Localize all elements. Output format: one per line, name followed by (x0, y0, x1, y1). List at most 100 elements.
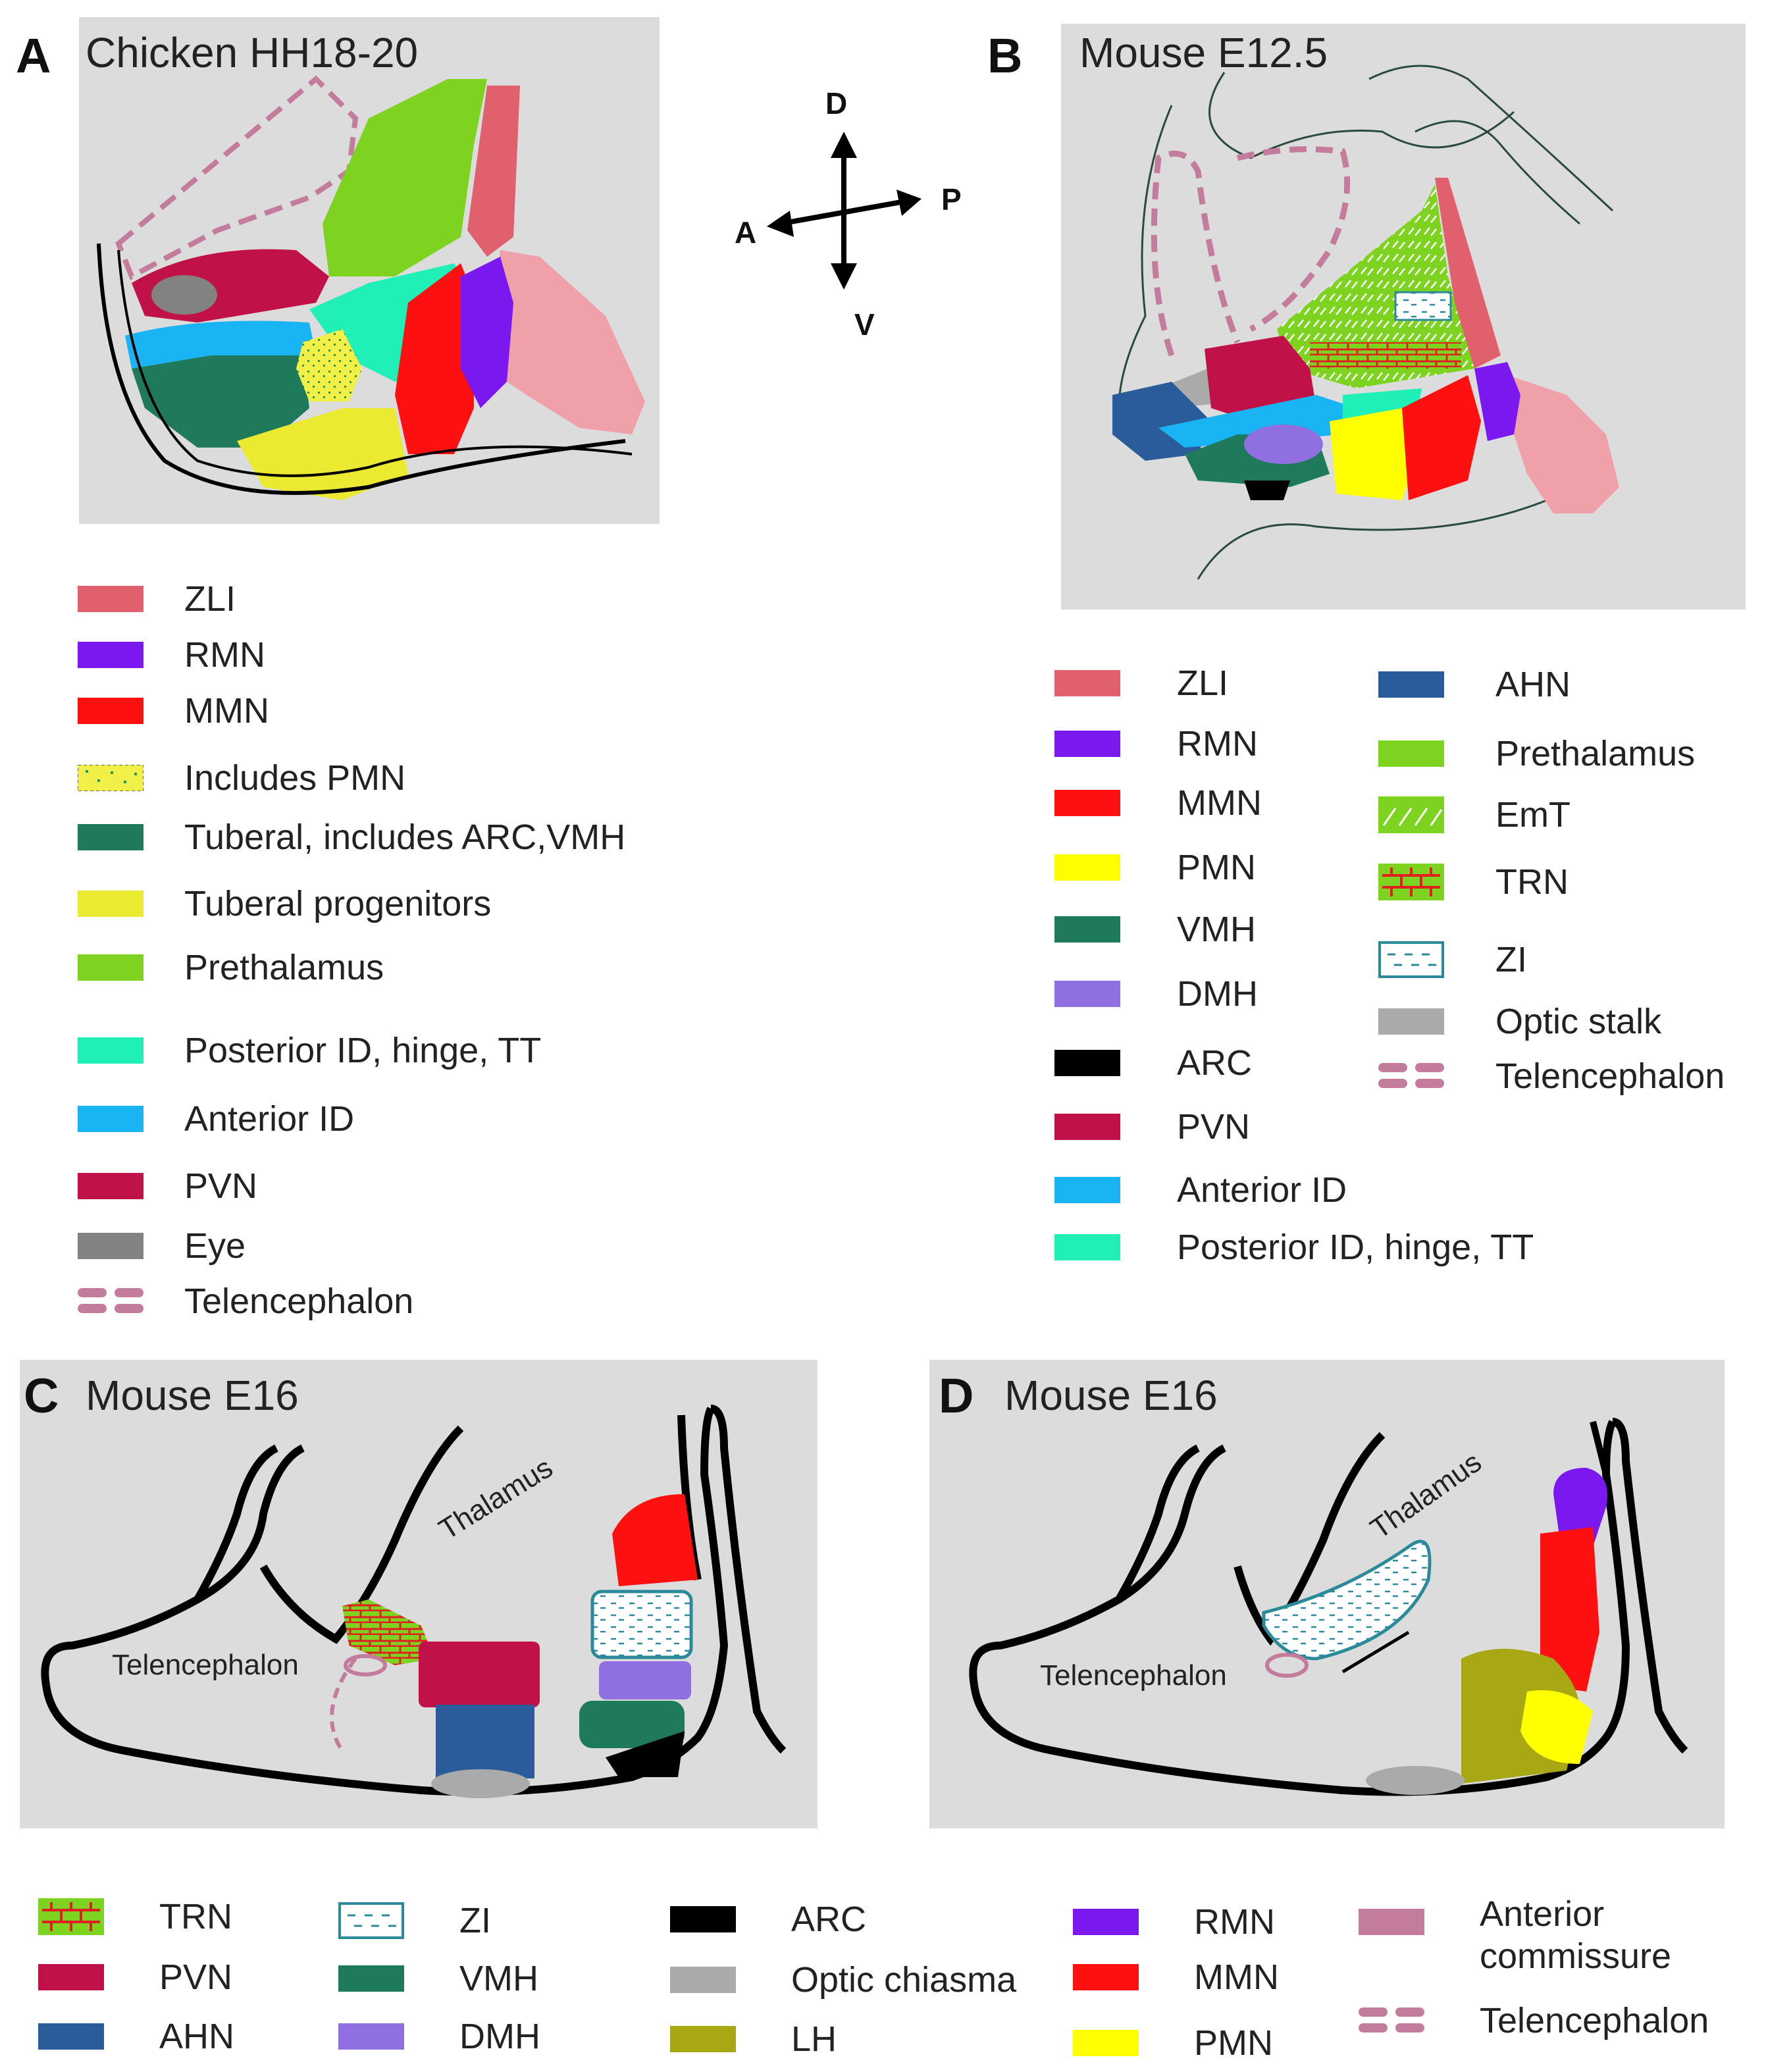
legend-item-pvn: PVN (38, 1951, 288, 2004)
legend-label: Telencephalon (1480, 2001, 1709, 2040)
legend-label: ZLI (184, 579, 236, 619)
legend-swatch-telencephalon (78, 1288, 143, 1314)
prethalamus-a (323, 79, 487, 276)
legend-label: MMN (1194, 1957, 1279, 1997)
legend-swatch-pmn (1054, 854, 1120, 881)
arc-c (606, 1731, 685, 1777)
legend-swatch-rmn (1054, 731, 1120, 757)
legend-label: PVN (184, 1166, 258, 1206)
dmh-b (1244, 425, 1323, 464)
arc-b (1244, 480, 1290, 500)
legend-item-posterior-id-hinge-tt: Posterior ID, hinge, TT (1054, 1221, 1568, 1274)
mmn-b (1402, 375, 1481, 500)
legend-swatch-includes-pmn (78, 765, 143, 791)
legend-label: RMN (1177, 724, 1258, 764)
legend-swatch-prethalamus (78, 954, 143, 981)
legend-item-telencephalon: Telencephalon (78, 1275, 670, 1328)
legend-item-includes-pmn: Includes PMN (78, 752, 670, 804)
panel-a-letter: A (16, 28, 51, 83)
rmn-b (1474, 362, 1520, 441)
panel-d-letter: D (939, 1368, 974, 1423)
compass-arrows (767, 132, 922, 290)
legend-item-trn: TRN (38, 1890, 288, 1943)
legend-item-mmn: MMN (1054, 777, 1568, 829)
legend-item-rmn: RMN (78, 629, 670, 681)
mmn-a (395, 263, 474, 454)
telencephalon-outline-a (115, 75, 359, 280)
legend-item-prethalamus: Prethalamus (78, 941, 670, 994)
legend-item-mmn: MMN (1073, 1951, 1323, 2004)
ventral-outline-a-2 (117, 249, 633, 477)
prethalamus-b (1277, 184, 1474, 388)
panel-c-title: Mouse E16 (86, 1372, 299, 1419)
legend-item-prethalamus: Prethalamus (1378, 727, 1760, 780)
legend-label: Telencephalon (184, 1282, 414, 1321)
legend-swatch-ahn (1378, 671, 1444, 698)
legend-item-zi: ZI (1378, 933, 1760, 986)
legend-swatch-telencephalon (1378, 1063, 1444, 1089)
legend-item-anterior-id: Anterior ID (1054, 1164, 1568, 1216)
compass-posterior-label: P (941, 182, 962, 217)
legend-label: AHN (159, 2017, 235, 2056)
legend-swatch-emt (1378, 796, 1444, 833)
legend-label: MMN (184, 691, 269, 731)
legend-swatch-zli (1054, 670, 1120, 696)
legend-item-anterior-commissure: Anterior commissure (1359, 1894, 1753, 1976)
legend-label: ZI (1495, 940, 1527, 979)
anterior-id-a (125, 321, 316, 369)
legend-label: Tuberal, includes ARC,VMH (184, 817, 626, 857)
legend-item-arc: ARC (670, 1893, 1026, 1946)
legend-label: RMN (1194, 1902, 1275, 1942)
optic-chiasma-d (1366, 1766, 1465, 1795)
legend-swatch-vmh (338, 1965, 404, 1992)
zi-b (1394, 291, 1452, 321)
zli-pink-b (1488, 369, 1619, 513)
legend-label: RMN (184, 635, 265, 675)
legend-swatch-anterior-commissure (1359, 1909, 1424, 1935)
legend-item-arc: ARC (1054, 1037, 1568, 1089)
panel-b-letter: B (987, 28, 1023, 83)
dmh-c (599, 1661, 691, 1699)
legend-swatch-telencephalon (1359, 2007, 1424, 2034)
compass-ventral-label: V (854, 307, 875, 342)
legend-swatch-lh (670, 2026, 736, 2052)
panel-d-telencephalon-label: Telencephalon (1040, 1659, 1227, 1692)
panel-b-title: Mouse E12.5 (1079, 29, 1328, 76)
zli-a (467, 86, 520, 257)
legend-swatch-mmn (1054, 790, 1120, 816)
panel-c-telencephalon-label: Telencephalon (112, 1649, 299, 1681)
legend-swatch-eye (78, 1233, 143, 1259)
legend-swatch-zi (338, 1902, 404, 1939)
eye-a (151, 275, 217, 315)
legend-item-pvn: PVN (78, 1160, 670, 1212)
legend-item-vmh: VMH (338, 1952, 588, 2005)
legend-item-emt: EmT (1378, 789, 1760, 841)
legend-swatch-dmh (1054, 981, 1120, 1007)
legend-item-optic-chiasma: Optic chiasma (670, 1954, 1026, 2006)
legend-label: Prethalamus (1495, 734, 1696, 773)
vmh-c (579, 1701, 685, 1748)
panel-a-title: Chicken HH18-20 (86, 29, 419, 76)
mmn-c (612, 1494, 698, 1586)
panel-c-drawing (41, 1405, 787, 1798)
legend-item-pmn: PMN (1073, 2017, 1323, 2069)
legend-swatch-arc (1054, 1050, 1120, 1076)
legend-item-telencephalon: Telencephalon (1378, 1050, 1760, 1102)
legend-swatch-rmn (1073, 1909, 1139, 1935)
mmn-d (1540, 1527, 1599, 1692)
legend-item-zi: ZI (338, 1894, 588, 1947)
legend-label: Optic chiasma (791, 1960, 1017, 2000)
legend-swatch-rmn (78, 642, 143, 668)
zli-b (1435, 178, 1501, 369)
includes-pmn-a (296, 329, 362, 401)
legend-item-pmn: PMN (1054, 841, 1568, 894)
legend-item-zli: ZLI (1054, 657, 1568, 710)
rmn-a (461, 257, 513, 408)
panel-d-drawing (969, 1418, 1688, 1796)
legend-swatch-pmn (1073, 2030, 1139, 2056)
legend-swatch-mmn (78, 698, 143, 724)
legend-label: VMH (1177, 910, 1256, 949)
legend-swatch-ahn (38, 2023, 104, 2050)
legend-item-optic-stalk: Optic stalk (1378, 995, 1760, 1048)
